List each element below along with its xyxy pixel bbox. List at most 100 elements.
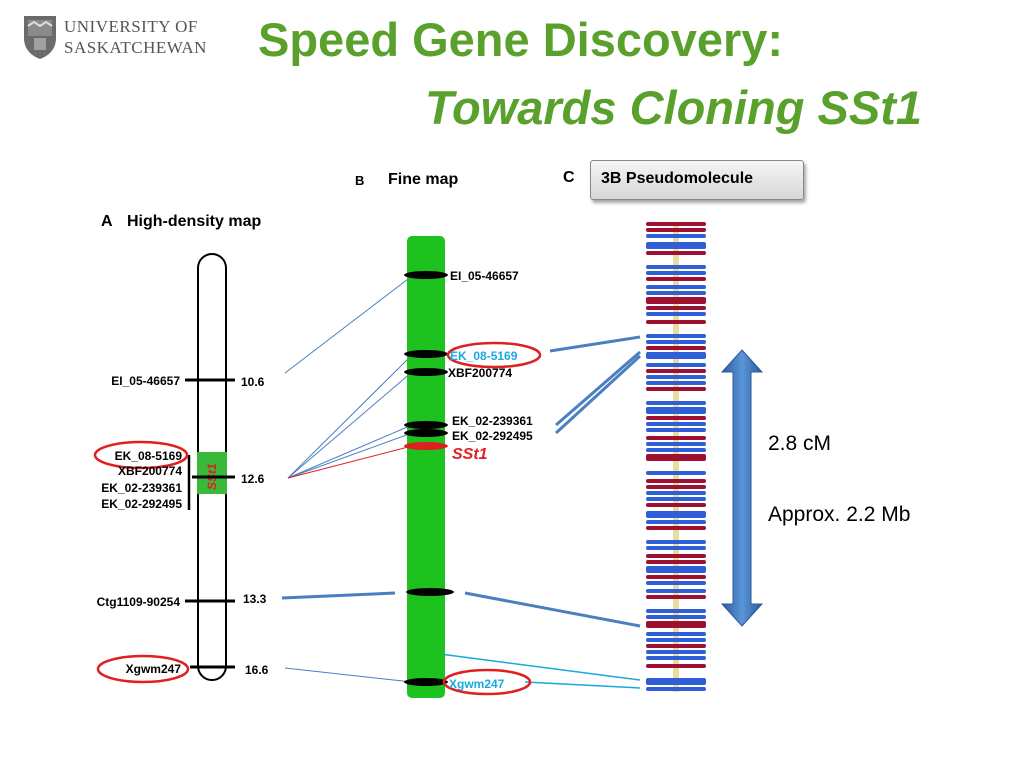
span-arrow xyxy=(720,349,764,627)
pseudomolecule-stripe xyxy=(646,546,706,550)
highlight-xgwm-b xyxy=(442,668,532,696)
pseudomolecule-stripe xyxy=(646,320,706,324)
connector-sst1 xyxy=(287,445,413,479)
band-xbf xyxy=(404,368,448,376)
pseudomolecule-stripe xyxy=(646,363,706,367)
band-ek02b xyxy=(404,429,448,437)
pseudomolecule-stripe xyxy=(646,520,706,524)
pseudomolecule-stripe xyxy=(646,575,706,579)
fine-map-bar xyxy=(407,236,445,698)
pseudomolecule-stripe xyxy=(646,285,706,289)
panel-c-letter: C xyxy=(563,169,575,186)
pseudomolecule-stripe xyxy=(646,621,706,628)
title-line-1: Speed Gene Discovery: xyxy=(258,13,784,66)
b-marker-ek08: EK_08-5169 xyxy=(450,349,518,363)
a-pos-106: 10.6 xyxy=(241,375,265,389)
title-line-2: Towards Cloning SSt1 xyxy=(425,81,923,134)
size-label: Approx. 2.2 Mb xyxy=(768,503,911,526)
a-marker-ek02a: EK_02-239361 xyxy=(101,481,182,495)
pseudomolecule-stripe xyxy=(646,554,706,558)
pseudomolecule-stripe xyxy=(646,644,706,648)
pseudomolecule-stripe xyxy=(646,656,706,660)
distance-label: 2.8 cM xyxy=(768,432,832,455)
pseudomolecule-stripe xyxy=(646,407,706,414)
shield-crest-icon xyxy=(24,16,56,59)
b-marker-xbf: XBF200774 xyxy=(448,366,512,380)
panel-a-label: High-density map xyxy=(127,213,262,230)
b-marker-xgwm: Xgwm247 xyxy=(449,677,505,691)
pseudomolecule-stripe xyxy=(646,222,706,226)
a-marker-ctg: Ctg1109-90254 xyxy=(97,595,181,609)
fine-map-chromosome: EI_05-46657 EK_08-5169 XBF200774 EK_02-2… xyxy=(404,236,542,698)
pseudomolecule-stripe xyxy=(646,387,706,391)
panel-b-letter: B xyxy=(355,173,365,188)
pseudomolecule-stripe xyxy=(646,609,706,613)
highlight-xgwm-a xyxy=(96,654,190,684)
pseudomolecule-stripe xyxy=(646,428,706,432)
b-marker-ei05: EI_05-46657 xyxy=(450,269,519,283)
connector-ek02a-pseudo xyxy=(555,350,641,427)
connector-ctg-pseudo xyxy=(464,591,641,628)
highlight-ek08-b xyxy=(446,341,542,369)
pseudomolecule-stripe xyxy=(646,228,706,232)
pseudomolecule-stripe xyxy=(646,234,706,238)
pseudomolecule-stripe xyxy=(646,615,706,619)
pseudomolecule-stripe xyxy=(646,560,706,564)
pseudomolecule-stripe xyxy=(646,471,706,475)
connector-xgwm xyxy=(284,667,413,683)
a-pos-133: 13.3 xyxy=(243,592,267,606)
sst1-region-box xyxy=(197,452,227,494)
pseudomolecule-stripe xyxy=(646,454,706,461)
university-logo: UNIVERSITY OF SASKATCHEWAN xyxy=(22,14,222,64)
pseudomolecule-stripe xyxy=(646,334,706,338)
pseudomolecule-stripe xyxy=(646,581,706,585)
connector-ek08-pseudo xyxy=(549,335,641,353)
pseudomolecule-stripe xyxy=(646,291,706,295)
pseudomolecule-label-box: 3B Pseudomolecule xyxy=(590,160,804,200)
connector-ctg xyxy=(281,591,396,600)
pseudomolecule-stripe xyxy=(646,595,706,599)
pseudomolecule-stripe xyxy=(646,306,706,310)
band-ctg xyxy=(406,588,454,596)
a-marker-ei05: EI_05-46657 xyxy=(111,374,180,388)
band-ek02a xyxy=(404,421,448,429)
connector-ek02b-pseudo xyxy=(554,354,642,435)
pseudomolecule-stripe xyxy=(646,678,706,685)
pseudomolecule-stripe xyxy=(646,369,706,373)
pseudomolecule-stripe xyxy=(646,442,706,446)
pseudomolecule-stripe xyxy=(646,265,706,269)
pseudomolecule-stripe xyxy=(646,352,706,359)
band-ek08 xyxy=(404,350,448,358)
b-marker-ek02b: EK_02-292495 xyxy=(452,429,533,443)
pseudomolecule-stripe xyxy=(646,251,706,255)
pseudomolecule-stripe xyxy=(646,497,706,501)
a-marker-xgwm: Xgwm247 xyxy=(126,662,182,676)
pseudomolecule-stripe xyxy=(646,687,706,691)
pseudomolecule-stripe xyxy=(646,242,706,249)
pseudomolecule-column xyxy=(646,222,706,692)
pseudomolecule-stripe xyxy=(646,340,706,344)
connector-xgwm-pseudo-a xyxy=(439,653,641,681)
band-xgwm xyxy=(404,678,448,686)
connector-lines xyxy=(281,275,642,689)
pseudomolecule-stripe xyxy=(646,511,706,518)
panel-b-label: Fine map xyxy=(388,171,459,188)
panel-a-letter: A xyxy=(101,213,113,230)
pseudomolecule-stripe xyxy=(646,277,706,281)
highlight-ek08-a xyxy=(93,440,189,470)
connector-ek08 xyxy=(287,354,413,479)
pseudomolecule-stripe xyxy=(646,297,706,304)
a-marker-xbf: XBF200774 xyxy=(118,464,182,478)
band-ei05 xyxy=(404,271,448,279)
connector-ek02b xyxy=(287,432,413,479)
pseudomolecule-stripe xyxy=(646,589,706,593)
pseudomolecule-stripe xyxy=(646,422,706,426)
a-pos-126: 12.6 xyxy=(241,472,265,486)
pseudomolecule-stripe xyxy=(646,271,706,275)
connector-ek02a xyxy=(287,424,413,479)
pseudomolecule-stripe xyxy=(646,638,706,642)
pseudomolecule-stripe xyxy=(646,485,706,489)
connector-ei05 xyxy=(284,275,413,374)
